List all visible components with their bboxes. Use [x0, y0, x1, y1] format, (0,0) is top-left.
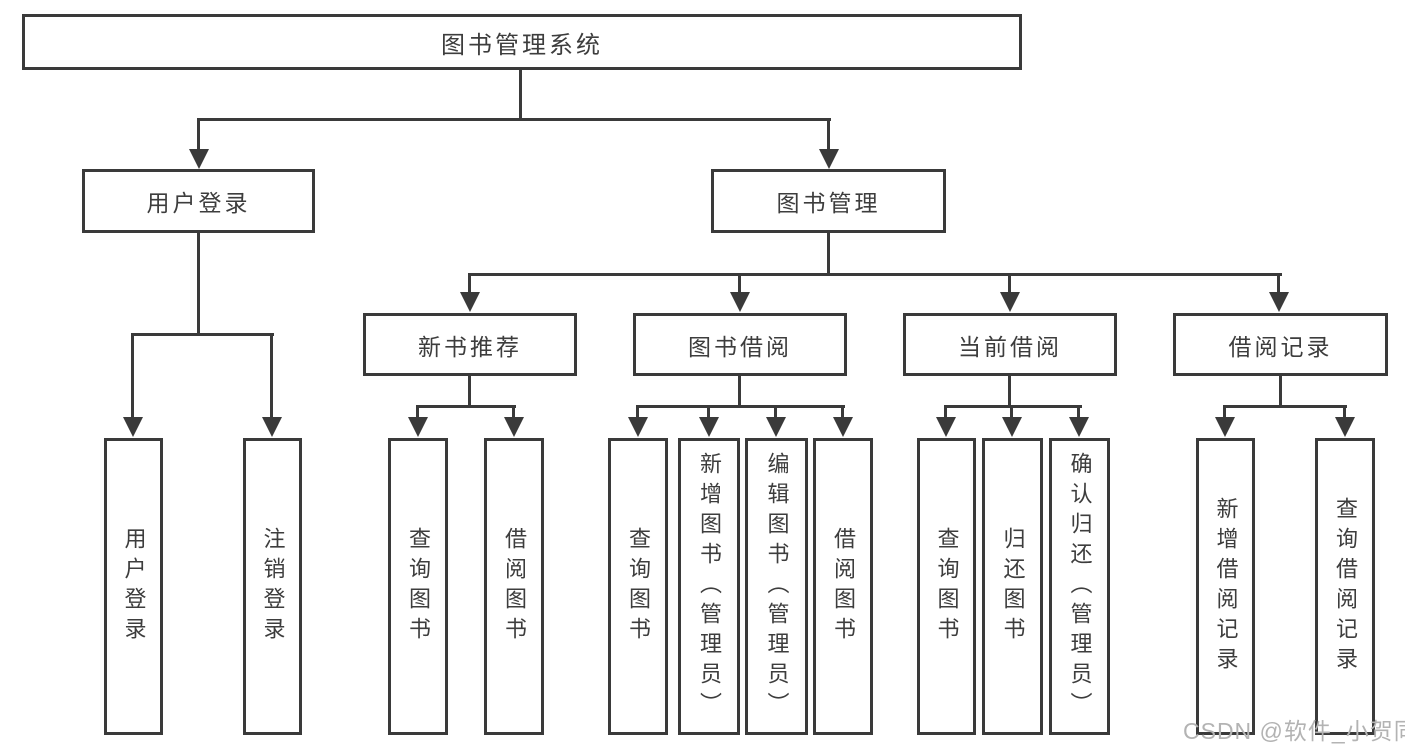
leaf-borrow-books-recommend: 借阅图书 [484, 438, 544, 735]
connector-line [944, 405, 947, 419]
arrowhead-icon [1215, 417, 1235, 437]
arrowhead-icon [1002, 417, 1022, 437]
arrowhead-icon [699, 417, 719, 437]
connector-line [774, 405, 777, 419]
arrowhead-icon [123, 417, 143, 437]
connector-line [841, 405, 844, 419]
arrowhead-icon [936, 417, 956, 437]
arrowhead-icon [628, 417, 648, 437]
connector-line [1010, 405, 1013, 419]
connector-line [512, 405, 515, 419]
connector-line [131, 333, 274, 336]
leaf-confirm-return-admin: 确认归还（管理员） [1049, 438, 1110, 735]
connector-line [270, 333, 273, 418]
connector-line [1223, 405, 1347, 408]
connector-line [1223, 405, 1226, 419]
node-user-login: 用户登录 [82, 169, 315, 233]
leaf-query-borrow-record: 查询借阅记录 [1315, 438, 1375, 735]
arrowhead-icon [1269, 292, 1289, 312]
leaf-borrow-books-borrowing: 借阅图书 [813, 438, 873, 735]
arrowhead-icon [833, 417, 853, 437]
connector-line [636, 405, 845, 408]
connector-line [1279, 376, 1282, 408]
leaf-query-books-recommend: 查询图书 [388, 438, 448, 735]
connector-line [197, 118, 831, 121]
connector-line [519, 70, 522, 118]
connector-line [827, 118, 830, 151]
connector-line [636, 405, 639, 419]
leaf-query-books-borrowing: 查询图书 [608, 438, 668, 735]
connector-line [944, 405, 1082, 408]
arrowhead-icon [766, 417, 786, 437]
connector-line [416, 405, 419, 419]
connector-line [416, 405, 516, 408]
arrowhead-icon [730, 292, 750, 312]
node-borrowing-records: 借阅记录 [1173, 313, 1388, 376]
leaf-user-login: 用户登录 [104, 438, 163, 735]
connector-line [1008, 376, 1011, 408]
leaf-add-borrow-record: 新增借阅记录 [1196, 438, 1255, 735]
connector-line [738, 376, 741, 408]
leaf-add-book-admin: 新增图书（管理员） [678, 438, 740, 735]
arrowhead-icon [460, 292, 480, 312]
connector-line [197, 118, 200, 151]
leaf-query-books-current: 查询图书 [917, 438, 976, 735]
node-current-borrowing: 当前借阅 [903, 313, 1117, 376]
arrowhead-icon [262, 417, 282, 437]
connector-line [1343, 405, 1346, 419]
node-new-book-recommend: 新书推荐 [363, 313, 577, 376]
connector-line [468, 376, 471, 408]
arrowhead-icon [189, 149, 209, 169]
connector-line [1008, 273, 1011, 294]
connector-line [1277, 273, 1280, 294]
leaf-logout: 注销登录 [243, 438, 302, 735]
node-book-management: 图书管理 [711, 169, 946, 233]
leaf-edit-book-admin: 编辑图书（管理员） [745, 438, 808, 735]
connector-line [738, 273, 741, 294]
connector-line [827, 233, 830, 276]
watermark-text: CSDN @软件_小贺同学 [1183, 718, 1405, 744]
node-library-system: 图书管理系统 [22, 14, 1022, 70]
arrowhead-icon [1069, 417, 1089, 437]
connector-line [707, 405, 710, 419]
connector-line [468, 273, 471, 294]
arrowhead-icon [504, 417, 524, 437]
arrowhead-icon [408, 417, 428, 437]
arrowhead-icon [1000, 292, 1020, 312]
connector-line [131, 333, 134, 418]
connector-line [197, 233, 200, 336]
arrowhead-icon [1335, 417, 1355, 437]
connector-line [468, 273, 1282, 276]
connector-line [1077, 405, 1080, 419]
arrowhead-icon [819, 149, 839, 169]
leaf-return-books: 归还图书 [982, 438, 1043, 735]
node-book-borrowing: 图书借阅 [633, 313, 847, 376]
